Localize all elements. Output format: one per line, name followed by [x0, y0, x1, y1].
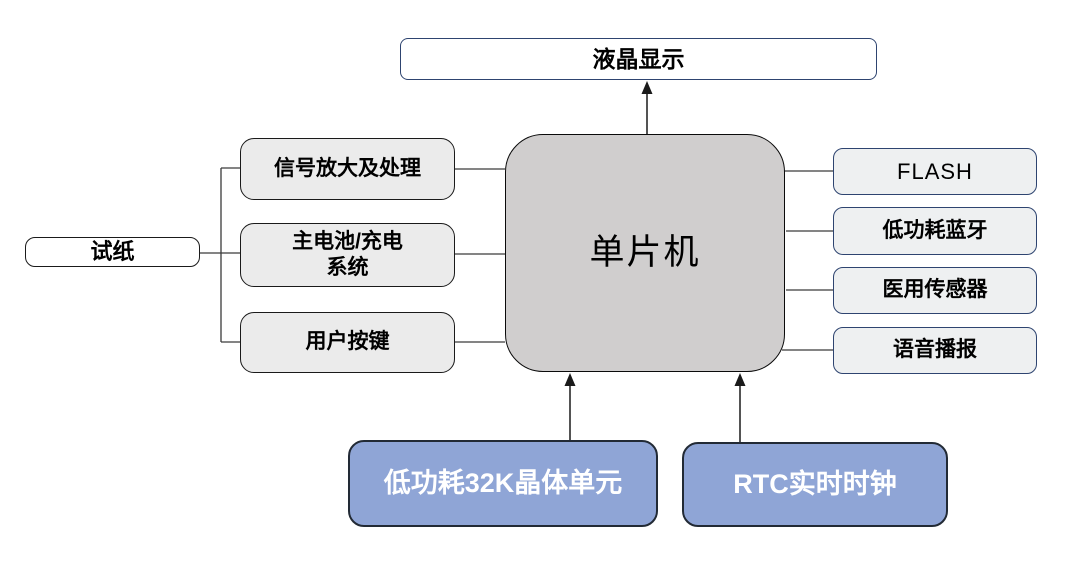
line-test-strip-trunk [200, 167, 240, 343]
test-strip-node: 试纸 [25, 237, 200, 267]
mcu-node: 单片机 [505, 134, 785, 372]
user-buttons-node: 用户按键 [240, 312, 455, 373]
lines-mcu-to-right [782, 170, 833, 351]
signal-amplification-node: 信号放大及处理 [240, 138, 455, 200]
crystal-unit-node: 低功耗32K晶体单元 [348, 440, 658, 527]
ble-node: 低功耗蓝牙 [833, 207, 1037, 255]
rtc-clock-node: RTC实时时钟 [682, 442, 948, 527]
arrow-crystal-to-mcu [564, 373, 576, 440]
arrow-rtc-to-mcu [734, 373, 746, 442]
flash-node: FLASH [833, 148, 1037, 195]
medical-sensor-node: 医用传感器 [833, 267, 1037, 314]
lcd-display-node: 液晶显示 [400, 38, 877, 80]
voice-broadcast-node: 语音播报 [833, 327, 1037, 374]
lines-left-to-mcu [455, 168, 505, 343]
battery-charging-node: 主电池/充电 系统 [240, 223, 455, 287]
arrow-mcu-to-lcd [641, 81, 653, 134]
